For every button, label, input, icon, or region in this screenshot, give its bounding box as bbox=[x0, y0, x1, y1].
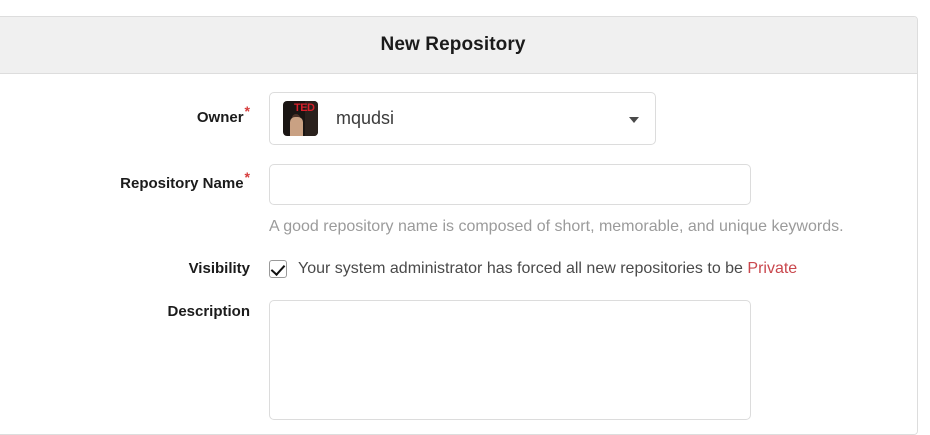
visibility-label: Visibility bbox=[188, 260, 250, 278]
repository-name-label: Repository Name* bbox=[0, 164, 250, 204]
owner-required-marker: * bbox=[244, 103, 250, 119]
owner-label-text: Owner bbox=[196, 109, 244, 126]
owner-label: Owner* bbox=[0, 92, 250, 144]
repository-name-label-text: Repository Name bbox=[120, 175, 244, 192]
chevron-down-icon[interactable] bbox=[629, 116, 639, 123]
check-icon bbox=[270, 261, 286, 277]
form-row-repository-name-help: A good repository name is composed of sh… bbox=[0, 205, 917, 238]
page-title: New Repository bbox=[380, 34, 526, 55]
avatar: TED bbox=[283, 101, 318, 136]
owner-field-area: TED mqudsi bbox=[269, 92, 917, 145]
help-field-area: A good repository name is composed of sh… bbox=[269, 215, 917, 238]
visibility-checkbox[interactable] bbox=[269, 260, 287, 279]
visibility-private-label: Private bbox=[747, 260, 798, 278]
form-row-repository-name: Repository Name* bbox=[0, 145, 917, 205]
owner-selected-value: mqudsi bbox=[336, 108, 395, 128]
visibility-field-area: Your system administrator has forced all… bbox=[269, 257, 917, 281]
visibility-text: Your system administrator has forced all… bbox=[298, 260, 797, 278]
visibility-message: Your system administrator has forced all… bbox=[298, 260, 743, 278]
description-textarea[interactable] bbox=[269, 300, 751, 421]
repository-name-field-area bbox=[269, 164, 917, 205]
avatar-body bbox=[290, 117, 303, 136]
avatar-bg bbox=[305, 101, 318, 136]
repository-name-input[interactable] bbox=[269, 164, 751, 205]
repository-name-help-text: A good repository name is composed of sh… bbox=[269, 218, 844, 235]
form-row-description: Description bbox=[0, 281, 917, 421]
form-row-owner: Owner* TED mqudsi bbox=[0, 74, 917, 145]
panel-header: New Repository bbox=[0, 17, 917, 74]
avatar-logo-text: TED bbox=[294, 102, 315, 114]
new-repository-form: Owner* TED mqudsi Repository Name* bbox=[0, 74, 917, 434]
owner-select[interactable]: TED mqudsi bbox=[269, 92, 656, 145]
form-row-visibility: Visibility Your system administrator has… bbox=[0, 238, 917, 281]
description-field-area bbox=[269, 300, 917, 421]
description-label: Description bbox=[167, 303, 250, 321]
visibility-line: Your system administrator has forced all… bbox=[269, 257, 917, 281]
repository-name-required-marker: * bbox=[244, 169, 250, 185]
new-repository-panel: New Repository Owner* TED mqudsi bbox=[0, 16, 918, 435]
